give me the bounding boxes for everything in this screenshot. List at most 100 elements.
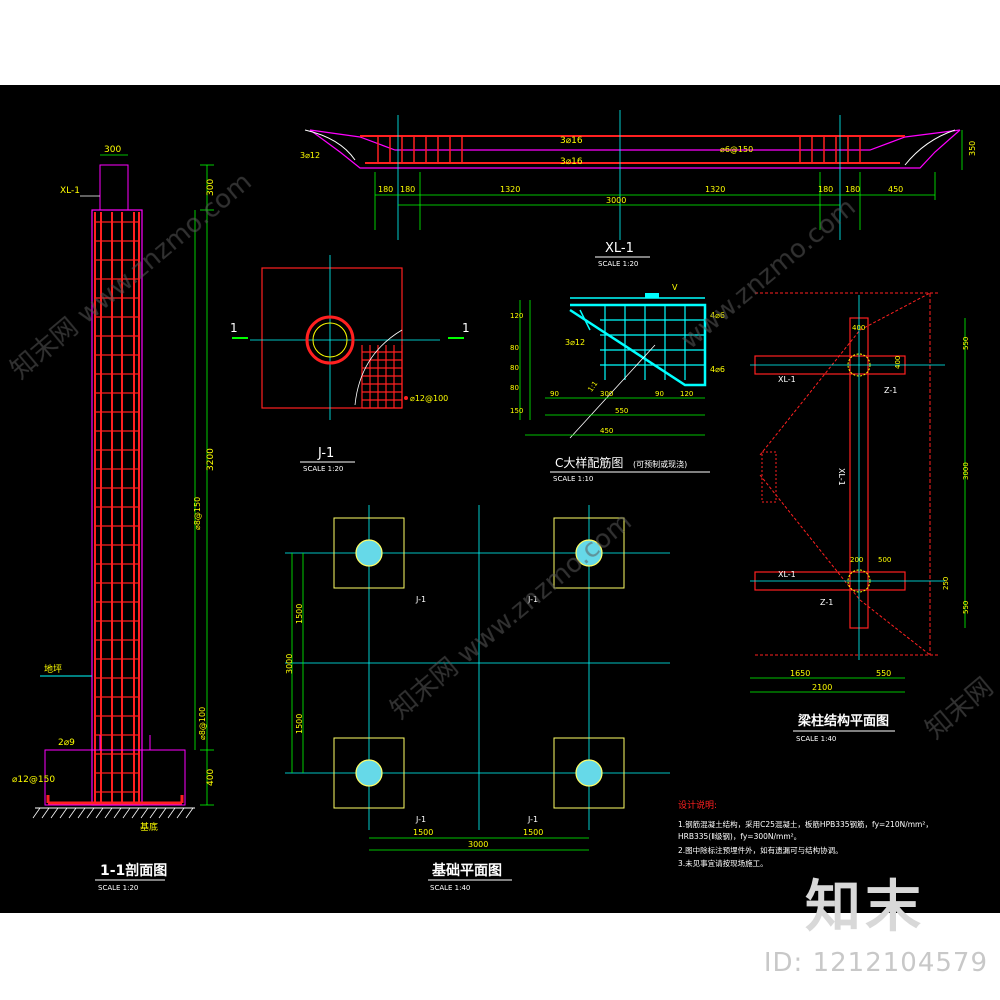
bracket-w-4: 120 — [680, 390, 693, 398]
framing-col-2: 400 — [894, 356, 902, 369]
j1-label-4: J-1 — [527, 815, 538, 824]
notes-heading: 设计说明: — [678, 799, 717, 811]
label-section-base: 基底 — [140, 821, 158, 833]
scale-bracket: SCALE 1:10 — [553, 475, 593, 483]
bracket-h-3: 80 — [510, 364, 519, 372]
dim-section-side-2: 3200 — [206, 448, 216, 471]
framing-z1-1: Z-1 — [884, 386, 897, 395]
bracket-w-2: 300 — [600, 390, 613, 398]
beam-rebar-top: 3⌀16 — [560, 136, 583, 146]
beam-view: 3⌀16 3⌀16 ⌀6@150 3⌀12 180 180 1320 1320 … — [300, 110, 977, 268]
title-section: 1-1剖面图 — [100, 862, 167, 879]
beam-span-2: 180 — [400, 185, 415, 194]
label-section-stirrup: 2⌀9 — [58, 738, 75, 748]
dim-section-side-3: 400 — [206, 769, 216, 786]
framing-right-2: 3000 — [962, 462, 970, 480]
section-mark-right: 1 — [462, 321, 470, 335]
beam-total: 3000 — [606, 196, 626, 205]
j1-label-3: J-1 — [415, 815, 426, 824]
notes-line-3: 2.图中除标注预埋件外，如有遗漏可与结构协调。 — [678, 845, 843, 855]
framing-xl1-2: XL-1 — [778, 570, 796, 579]
found-side-1: 1500 — [295, 604, 304, 624]
framing-right-3: 250 — [942, 577, 950, 590]
beam-span-4: 1320 — [705, 185, 725, 194]
brand-logo: 知末 — [805, 875, 925, 940]
watermark-4: 知末网 — [920, 672, 999, 745]
bracket-w-1: 90 — [550, 390, 559, 398]
notes-line-4: 3.未见事宜请按现场施工。 — [678, 858, 768, 868]
bracket-v: V — [672, 283, 678, 292]
watermark-3: www.znzmo.com — [675, 192, 861, 355]
dim-section-side-1: 300 — [206, 179, 216, 196]
beam-rebar-bottom: 3⌀16 — [560, 157, 583, 167]
bracket-w-3: 90 — [655, 390, 664, 398]
framing-bottom-2: 550 — [876, 669, 891, 678]
dim-section-top: 300 — [104, 145, 121, 155]
section-view: 300 XL-1 300 3200 400 ⌀8@150 ⌀8@100 地坪 2… — [12, 145, 216, 892]
framing-bottom-1: 1650 — [790, 669, 810, 678]
found-side-2: 3000 — [285, 654, 294, 674]
watermark-1: 知末网 www.znzmo.com — [5, 167, 257, 386]
image-id: ID: 1212104579 — [763, 948, 988, 978]
bracket-h-2: 80 — [510, 344, 519, 352]
dim-section-inner-1: ⌀8@150 — [193, 497, 202, 530]
scale-foundation: SCALE 1:40 — [430, 884, 470, 892]
bracket-h-5: 150 — [510, 407, 523, 415]
scale-framing: SCALE 1:40 — [796, 735, 836, 743]
bracket-rebar: 3⌀12 — [565, 338, 585, 347]
label-ground: 地坪 — [44, 663, 62, 675]
found-bottom-1: 1500 — [413, 828, 433, 837]
bracket-w2: 550 — [615, 407, 628, 415]
framing-total: 2100 — [812, 683, 832, 692]
beam-span-3: 1320 — [500, 185, 520, 194]
beam-span-5: 180 — [818, 185, 833, 194]
j1-label-2: J-1 — [527, 595, 538, 604]
foundation-view: J-1 J-1 J-1 J-1 1500 3000 1500 1500 3000… — [285, 505, 670, 892]
title-beam: XL-1 — [605, 241, 634, 256]
bracket-h-4: 80 — [510, 384, 519, 392]
framing-right-4: 550 — [962, 601, 970, 614]
beam-stirrup: ⌀6@150 — [720, 145, 753, 154]
scale-beam: SCALE 1:20 — [598, 260, 638, 268]
title-foundation: 基础平面图 — [432, 862, 502, 879]
pile-stirrup: ⌀12@100 — [410, 394, 448, 403]
dim-section-inner-2: ⌀8@100 — [198, 707, 207, 740]
notes-line-2: HRB335(Ⅱ级钢)，fy=300N/mm²。 — [678, 831, 801, 841]
watermark-2: 知末网 www.znzmo.com — [385, 507, 637, 726]
section-mark-left: 1 — [230, 321, 238, 335]
framing-col-4: 500 — [878, 556, 891, 564]
framing-right-1: 550 — [962, 337, 970, 350]
label-xl1: XL-1 — [60, 186, 80, 196]
notes-line-1: 1.钢筋混凝土结构，采用C25混凝土，板筋HPB335钢筋，fy=210N/mm… — [678, 819, 933, 829]
title-framing: 梁柱结构平面图 — [797, 713, 889, 729]
bracket-a: 4⌀6 — [710, 311, 725, 320]
scale-pile: SCALE 1:20 — [303, 465, 343, 473]
framing-xl1-1: XL-1 — [778, 375, 796, 384]
title-pile: J-1 — [317, 446, 334, 461]
bracket-note: (可预制或现浇) — [633, 459, 687, 469]
found-side-3: 1500 — [295, 714, 304, 734]
bracket-h-1: 120 — [510, 312, 523, 320]
found-bottom-3: 1500 — [523, 828, 543, 837]
beam-span-6: 180 — [845, 185, 860, 194]
j1-label-1: J-1 — [415, 595, 426, 604]
framing-kl1: XL-1 — [837, 468, 846, 486]
design-notes: 设计说明: 1.钢筋混凝土结构，采用C25混凝土，板筋HPB335钢筋，fy=2… — [678, 799, 933, 868]
bracket-diag: 1:1 — [586, 380, 599, 394]
bracket-w3: 450 — [600, 427, 613, 435]
found-bottom-2: 3000 — [468, 840, 488, 849]
bracket-view: V 3⌀12 4⌀6 4⌀6 120 80 80 80 150 90 300 9… — [510, 283, 725, 483]
framing-col-3: 200 — [850, 556, 863, 564]
title-bracket: C大样配筋图 — [555, 455, 623, 470]
cad-canvas — [0, 85, 1000, 913]
beam-span-7: 450 — [888, 185, 903, 194]
framing-z1-2: Z-1 — [820, 598, 833, 607]
pile-view: 1 1 ⌀12@100 J-1 SCALE 1:20 — [230, 255, 470, 473]
scale-section: SCALE 1:20 — [98, 884, 138, 892]
label-section-rebar: ⌀12@150 — [12, 775, 55, 785]
bracket-b: 4⌀6 — [710, 365, 725, 374]
framing-col-1: 400 — [852, 324, 865, 332]
beam-side: 3⌀12 — [300, 151, 320, 160]
framing-view: XL-1 XL-1 XL-1 Z-1 Z-1 400 400 200 500 5… — [750, 292, 970, 743]
